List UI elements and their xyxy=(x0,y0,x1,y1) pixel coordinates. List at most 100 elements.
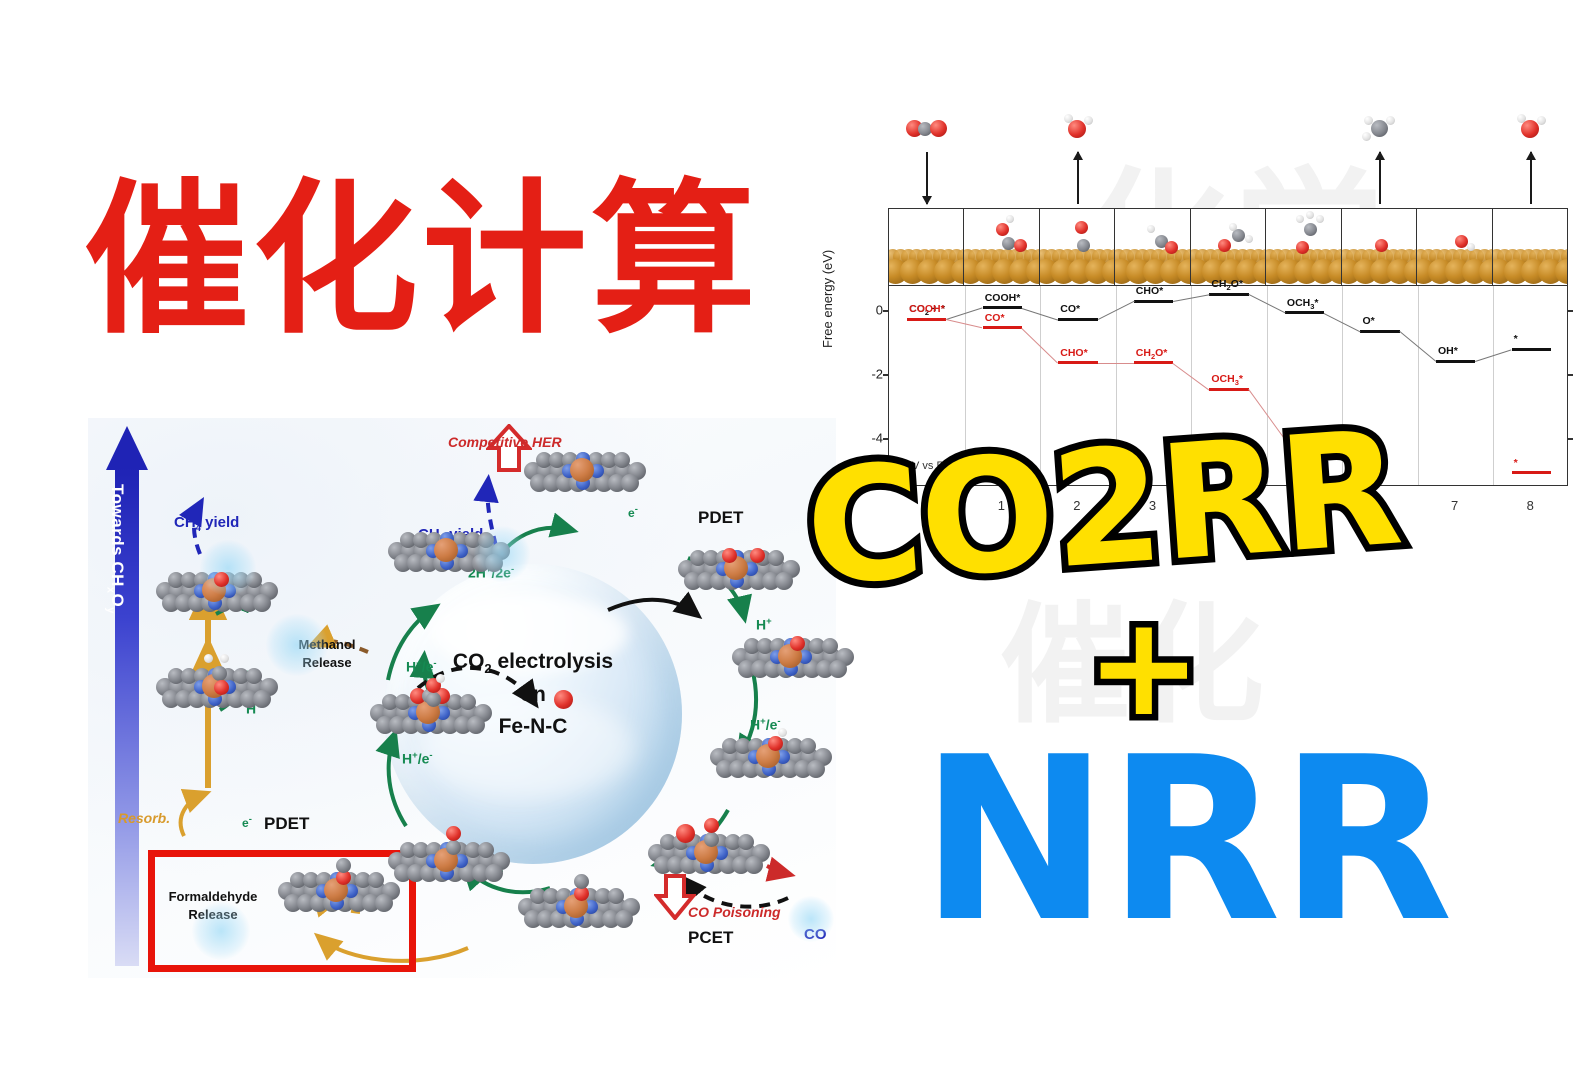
y-tick-mark-minus4-right xyxy=(1567,438,1573,440)
fe-n-c-cluster xyxy=(370,674,492,742)
energy-level-bar xyxy=(1209,292,1249,296)
fe-n-c-cluster xyxy=(678,546,800,598)
energy-level-bar xyxy=(1511,347,1551,351)
cu-atom xyxy=(1101,259,1115,284)
atom-C xyxy=(807,760,825,778)
adsorbate-atom-C xyxy=(1154,235,1168,248)
gas-molecule-CH4 xyxy=(1356,112,1402,146)
atom-C xyxy=(744,638,760,654)
atom-C xyxy=(413,532,429,548)
atom-C xyxy=(460,694,476,710)
atom-C xyxy=(168,668,184,684)
atom-C xyxy=(303,872,319,888)
energy-level-bar xyxy=(1360,329,1400,333)
atom-C xyxy=(478,842,494,858)
atom-H xyxy=(1362,132,1372,141)
cu-atom xyxy=(1177,259,1190,284)
energy-level-bar xyxy=(982,326,1022,330)
label-h-e-3: H+/e- xyxy=(402,750,433,767)
adsorbate-O xyxy=(722,548,737,563)
energy-level-bar xyxy=(1511,471,1551,475)
label-h-e-7: H+ xyxy=(756,616,772,633)
adsorbate-O xyxy=(750,548,765,563)
adsorbate-atom-H xyxy=(1306,211,1315,219)
plot-gridline xyxy=(1493,286,1495,485)
atom-O xyxy=(1521,120,1540,138)
gas-molecule-H2O xyxy=(1054,112,1100,146)
fe-n-c-cluster xyxy=(518,874,640,936)
atom-C xyxy=(465,842,481,858)
y-tick-mark-minus2 xyxy=(883,374,889,376)
adsorbate-O xyxy=(768,736,783,751)
energy-level-label: O* xyxy=(1362,315,1375,327)
released-product-glow xyxy=(788,896,834,942)
energy-level-label: CO* xyxy=(984,311,1005,324)
energy-level-bar xyxy=(1209,387,1249,391)
atom-H xyxy=(1517,114,1527,123)
adsorbate-atom-O xyxy=(995,223,1009,236)
atom-C xyxy=(233,668,249,684)
label-pcet: PCET xyxy=(688,928,734,947)
atom-C xyxy=(595,888,611,904)
label-pdet-top: PDET xyxy=(698,508,744,527)
adsorbate-O xyxy=(446,826,461,841)
adsorbate-O xyxy=(336,870,351,885)
atom-C xyxy=(768,550,784,566)
energy-level-label: CO* xyxy=(1060,303,1081,316)
x-tick-7: 7 xyxy=(1451,498,1459,513)
adsorbate-atom-O xyxy=(1075,221,1089,234)
atom-C xyxy=(614,452,630,468)
atom-C xyxy=(246,668,262,684)
adsorbate-H xyxy=(220,654,229,663)
x-tick-4: 4 xyxy=(1224,498,1232,513)
atom-Fe xyxy=(570,458,594,482)
plot-gridline xyxy=(1417,286,1419,485)
atom-C xyxy=(447,694,463,710)
adsorbate-atom-O xyxy=(1013,239,1027,252)
plot-gridline xyxy=(1115,286,1117,485)
energy-level-label: CH2O* xyxy=(1211,278,1243,293)
y-tick-minus2: -2 xyxy=(871,366,883,382)
adsorbate-atom-C xyxy=(1001,237,1015,250)
sphere-highlight-1 xyxy=(431,594,629,672)
atom-C xyxy=(355,872,371,888)
atom-C xyxy=(413,842,429,858)
y-tick-mark-0 xyxy=(883,310,889,312)
atom-H xyxy=(1063,114,1073,123)
energy-level-bar xyxy=(907,317,947,321)
y-tick-mark-minus4 xyxy=(883,438,889,440)
adsorbate-C xyxy=(336,858,351,873)
arrow-head-icon xyxy=(106,426,148,470)
energy-level-label: * xyxy=(1513,333,1518,346)
fe-n-c-cluster xyxy=(524,448,646,500)
label-competitive-her: Competitive HER xyxy=(448,434,562,450)
cu-atom xyxy=(1479,259,1492,284)
fe-n-c-cluster xyxy=(648,818,770,882)
atom-C xyxy=(467,716,485,734)
y-tick-minus4: -4 xyxy=(871,430,883,446)
fe-n-c-cluster xyxy=(710,728,832,786)
label-co-poisoning: CO Poisoning xyxy=(688,904,781,920)
x-tick-2: 2 xyxy=(1073,498,1081,513)
adsorbate-O xyxy=(574,886,589,901)
energy-level-bar xyxy=(1284,437,1325,441)
adsorbate-atom-H xyxy=(1296,215,1305,223)
atom-C xyxy=(395,694,411,710)
adsorbate-O xyxy=(214,572,229,587)
atom-C xyxy=(621,474,639,492)
released-product-glow xyxy=(266,614,328,676)
x-tick-0: 0 xyxy=(922,498,930,513)
atom-C xyxy=(382,694,398,710)
y-tick-mark-minus2-right xyxy=(1567,374,1573,376)
fe-n-c-cluster xyxy=(156,568,278,620)
catalytic-cycle-figure: Towards CHxOy CO2 electrolysis on Fe-N-C xyxy=(88,418,854,978)
energy-level-label: OCH3* xyxy=(1286,296,1319,311)
atom-C xyxy=(722,738,738,754)
atom-C xyxy=(608,888,624,904)
slab-cell-1 xyxy=(964,209,1040,285)
atom-C xyxy=(375,894,393,912)
atom-C xyxy=(536,452,552,468)
atom-C xyxy=(745,856,763,874)
